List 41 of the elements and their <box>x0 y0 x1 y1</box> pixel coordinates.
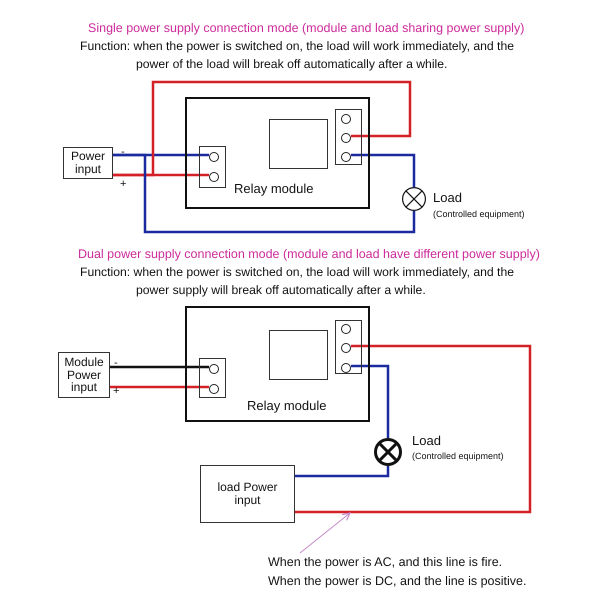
relay-module-box <box>185 97 370 209</box>
wire <box>110 386 209 388</box>
wire <box>295 344 532 514</box>
polarity-sign: - <box>114 356 118 371</box>
polarity-sign: + <box>113 384 120 399</box>
leader-line <box>300 512 351 554</box>
wire <box>110 366 209 368</box>
load-caption: (Controlled equipment) <box>412 451 504 461</box>
relay-module-box <box>185 306 370 422</box>
screw-terminal <box>209 172 219 182</box>
polarity-sign: + <box>120 177 126 192</box>
load-label: Load <box>412 433 441 448</box>
function-text: Function: when the power is switched on, the load will work immediately, and the power supply will break off automatically after a while. <box>80 264 516 300</box>
screw-terminal <box>209 384 219 394</box>
note-text: When the power is AC, and this line is fire. When the power is DC, and the line is positive. <box>268 553 527 590</box>
module-label: Relay module <box>247 398 326 413</box>
power-input-box: load Power input <box>200 465 295 523</box>
lamp-symbol <box>374 438 402 466</box>
wire <box>113 80 412 176</box>
screw-terminal <box>341 114 351 124</box>
function-text: Function: when the power is switched on, the load will work immediately, and the power of the load will break off automatically after a while. <box>80 38 516 74</box>
lamp-symbol <box>402 187 426 211</box>
screw-terminal <box>341 343 351 353</box>
section-heading: Single power supply connection mode (module and load sharing power supply) <box>88 20 526 37</box>
screw-terminal <box>209 152 219 162</box>
screw-terminal <box>341 133 351 143</box>
screw-terminal <box>341 152 351 162</box>
power-input-box: Power input <box>63 147 113 179</box>
load-label: Load <box>433 190 462 205</box>
wire <box>351 364 390 438</box>
module-label: Relay module <box>234 181 314 196</box>
screw-terminal <box>341 324 351 334</box>
load-caption: (Controlled equipment) <box>433 209 525 219</box>
screw-terminal <box>341 363 351 373</box>
polarity-sign: - <box>121 145 125 160</box>
wire <box>295 466 390 478</box>
section-heading: Dual power supply connection mode (module and load have different power supply) <box>78 246 541 263</box>
screw-terminal <box>209 364 219 374</box>
wire <box>351 154 416 187</box>
power-input-box: Module Power input <box>58 352 110 398</box>
wire <box>113 154 416 234</box>
